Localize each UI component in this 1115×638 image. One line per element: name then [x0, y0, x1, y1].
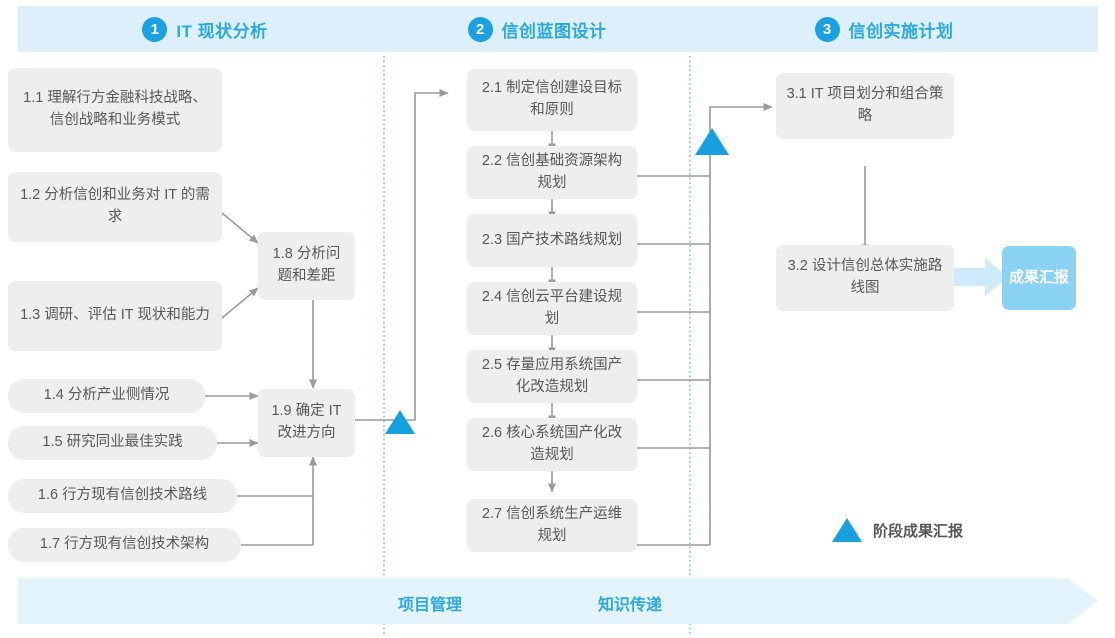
- task-box-2-5[interactable]: 2.5 存量应用系统国产化改造规划: [467, 350, 637, 403]
- legend: 阶段成果汇报: [832, 518, 963, 542]
- phase-title-2: 信创蓝图设计: [501, 21, 607, 41]
- result-badge-label: 成果汇报: [1008, 269, 1069, 287]
- result-badge[interactable]: 成果汇报: [1002, 246, 1076, 310]
- task-box-1-7[interactable]: 1.7 行方现有信创技术架构: [8, 528, 241, 562]
- task-box-3-1[interactable]: 3.1 IT 项目划分和组合策略: [776, 73, 954, 139]
- phase-header-3: 3 信创实施计划: [682, 6, 1098, 52]
- task-box-2-1[interactable]: 2.1 制定信创建设目标和原则: [467, 69, 637, 131]
- phase-header-1: 1 IT 现状分析: [18, 6, 404, 52]
- phase-title-1: IT 现状分析: [176, 21, 268, 41]
- task-box-2-7[interactable]: 2.7 信创系统生产运维规划: [467, 499, 637, 552]
- task-box-1-1[interactable]: 1.1 理解行方金融科技战略、信创战略和业务模式: [8, 68, 222, 152]
- phase-header-2: 2 信创蓝图设计: [388, 6, 698, 52]
- task-box-1-4[interactable]: 1.4 分析产业侧情况: [8, 379, 205, 413]
- task-box-2-2[interactable]: 2.2 信创基础资源架构规划: [467, 146, 637, 199]
- legend-label: 阶段成果汇报: [873, 522, 964, 540]
- task-box-1-2[interactable]: 1.2 分析信创和业务对 IT 的需求: [8, 172, 222, 242]
- milestone-triangle-phase2: [695, 128, 729, 155]
- task-box-2-6[interactable]: 2.6 核心系统国产化改造规划: [467, 418, 637, 471]
- banner-label-project-management: 项目管理: [398, 597, 463, 614]
- task-box-1-9[interactable]: 1.9 确定 IT 改进方向: [258, 389, 355, 457]
- phase-number-1: 1: [142, 16, 168, 42]
- task-box-1-5[interactable]: 1.5 研究同业最佳实践: [8, 426, 217, 460]
- task-box-1-6[interactable]: 1.6 行方现有信创技术路线: [8, 479, 237, 513]
- banner-label-knowledge-transfer: 知识传递: [598, 597, 663, 614]
- phase-title-3: 信创实施计划: [848, 21, 954, 41]
- task-box-2-3[interactable]: 2.3 国产技术路线规划: [467, 214, 637, 267]
- task-box-1-8[interactable]: 1.8 分析问题和差距: [258, 232, 355, 300]
- phase-number-3: 3: [814, 16, 840, 42]
- task-box-2-4[interactable]: 2.4 信创云平台建设规划: [467, 282, 637, 335]
- task-box-1-3[interactable]: 1.3 调研、评估 IT 现状和能力: [8, 281, 222, 351]
- task-box-3-2[interactable]: 3.2 设计信创总体实施路线图: [776, 245, 954, 311]
- milestone-triangle-phase1: [385, 410, 415, 434]
- phase-number-2: 2: [467, 16, 493, 42]
- milestone-triangle-icon: [832, 518, 862, 542]
